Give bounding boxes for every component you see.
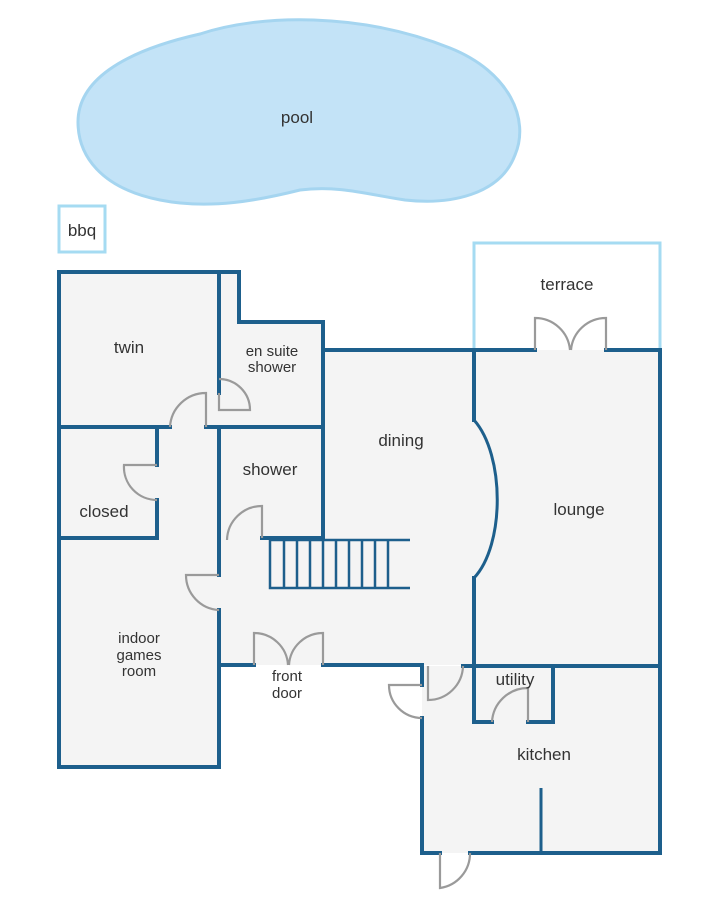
en-suite-shower-label-2: shower <box>248 359 296 376</box>
shower-door-icon[interactable] <box>225 504 264 541</box>
terrace-door-icon[interactable] <box>533 316 608 351</box>
pool: pool <box>76 18 522 206</box>
bbq-label: bbq <box>68 221 96 240</box>
walls <box>57 270 662 855</box>
dining-label: dining <box>378 431 423 450</box>
games-room-label-2: games <box>116 647 161 664</box>
terrace: terrace <box>472 241 662 350</box>
en-suite-door-icon[interactable] <box>217 377 252 412</box>
front-door-label-2: door <box>272 685 302 702</box>
kitchen-side-door-icon[interactable] <box>387 683 423 720</box>
terrace-label: terrace <box>541 275 594 294</box>
bbq: bbq <box>57 204 107 254</box>
staircase <box>268 538 410 590</box>
games-room-label-3: room <box>122 663 156 680</box>
closet-door-icon[interactable] <box>122 463 158 502</box>
front-door-label-1: front <box>272 668 303 685</box>
en-suite-shower-label-1: en suite <box>246 343 299 360</box>
twin-door-icon[interactable] <box>168 391 208 428</box>
lounge-label: lounge <box>553 500 604 519</box>
pool-label: pool <box>281 108 313 127</box>
shower-label: shower <box>243 460 298 479</box>
utility-door-icon[interactable] <box>490 686 530 723</box>
kitchen-label: kitchen <box>517 745 571 764</box>
doors <box>122 316 608 890</box>
room-labels: twin en suite shower dining shower close… <box>79 338 604 764</box>
twin-label: twin <box>114 338 144 357</box>
closed-label: closed <box>79 502 128 521</box>
utility-label: utility <box>496 670 535 689</box>
kitchen-dining-door-icon[interactable] <box>426 665 465 702</box>
games-room-label-1: indoor <box>118 630 160 647</box>
back-door-icon[interactable] <box>438 852 472 890</box>
games-room-door-icon[interactable] <box>184 573 220 612</box>
front-door-icon[interactable] <box>252 631 325 666</box>
